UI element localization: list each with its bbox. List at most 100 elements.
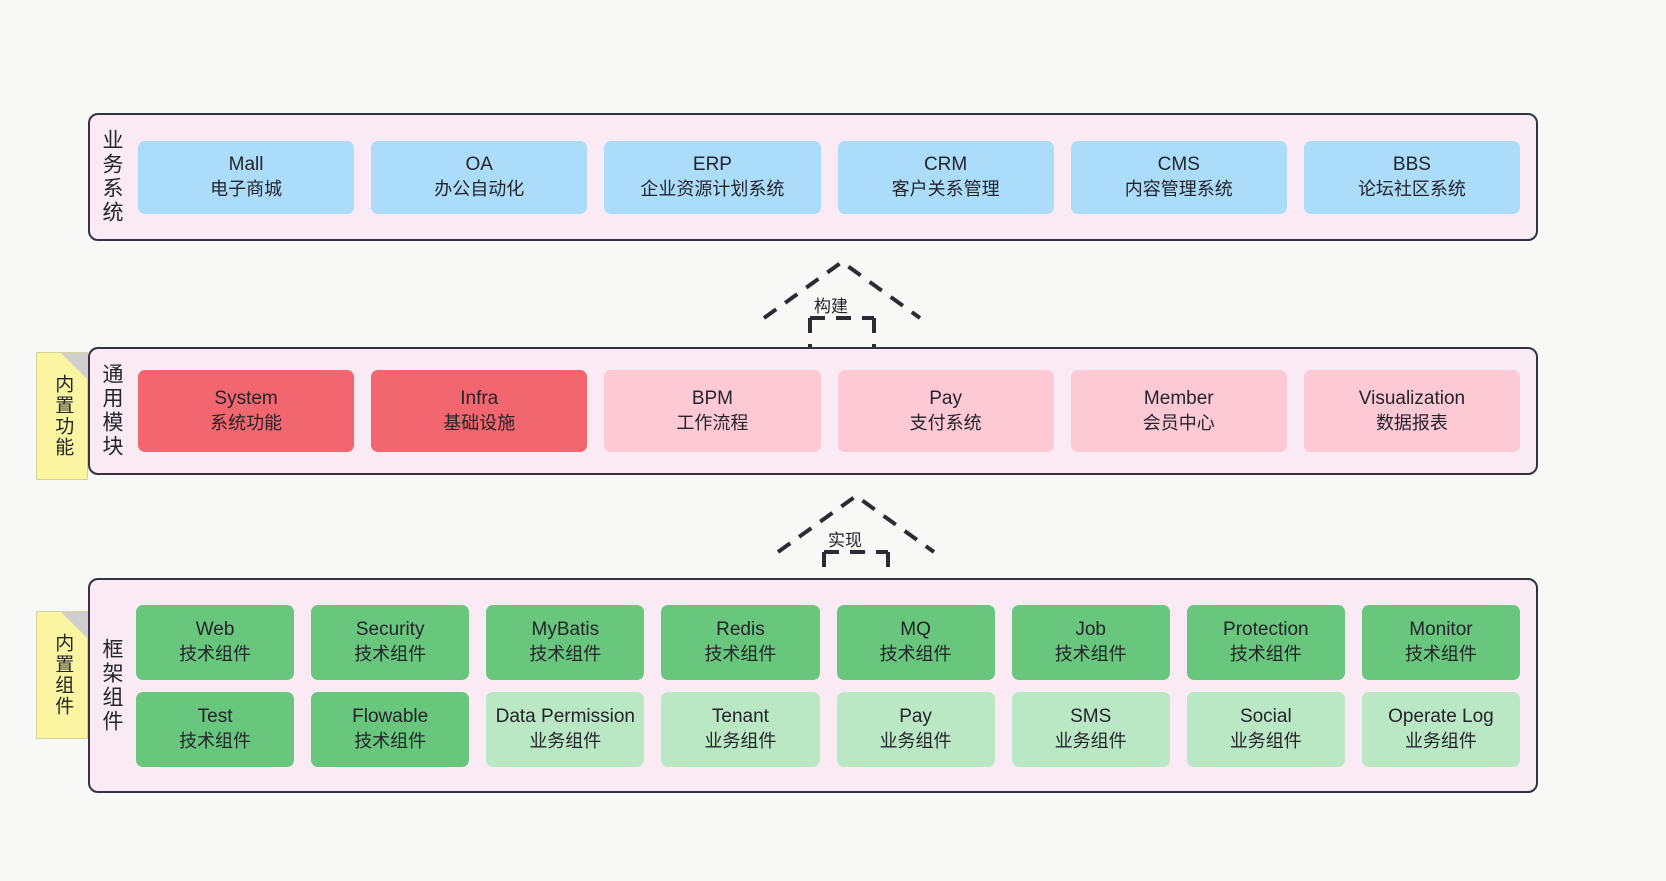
box-oa-cn: 办公自动化 (434, 178, 525, 199)
box-visualization-cn: 数据报表 (1375, 412, 1448, 433)
connector-build: 构建 (752, 258, 932, 353)
box-security-cn: 技术组件 (354, 643, 427, 664)
box-redis[interactable]: Redis 技术组件 (661, 604, 820, 680)
box-bbs-en: BBS (1392, 154, 1431, 176)
box-test[interactable]: Test 技术组件 (136, 691, 295, 767)
box-bpm-cn: 工作流程 (676, 412, 749, 433)
box-cms[interactable]: CMS 内容管理系统 (1070, 140, 1287, 214)
layer-business-systems: 业务系统 Mall 电子商城 OA 办公自动化 ERP 企业资源计划系统 CRM… (88, 113, 1538, 241)
box-web[interactable]: Web 技术组件 (136, 604, 295, 680)
box-pay-module-cn: 支付系统 (909, 412, 982, 433)
box-bbs[interactable]: BBS 论坛社区系统 (1303, 140, 1521, 214)
box-test-cn: 技术组件 (179, 730, 252, 751)
box-redis-cn: 技术组件 (704, 643, 777, 664)
box-security-en: Security (355, 619, 425, 641)
box-erp[interactable]: ERP 企业资源计划系统 (604, 140, 821, 214)
box-job-cn: 技术组件 (1054, 643, 1127, 664)
box-member[interactable]: Member 会员中心 (1070, 370, 1287, 452)
layer-common-modules: 通用模块 System 系统功能 Infra 基础设施 BPM 工作流程 Pay… (88, 347, 1538, 475)
connector-implement: 实现 (766, 492, 946, 587)
framework-components-row-2: Test 技术组件 Flowable 技术组件 Data Permission … (136, 691, 1520, 767)
box-oa[interactable]: OA 办公自动化 (371, 140, 588, 214)
box-erp-cn: 企业资源计划系统 (640, 178, 785, 199)
box-mq[interactable]: MQ 技术组件 (836, 604, 995, 680)
box-sms[interactable]: SMS 业务组件 (1011, 691, 1170, 767)
box-pay-module-en: Pay (929, 388, 962, 410)
layer-title-business-systems: 业务系统 (100, 129, 124, 225)
box-visualization-en: Visualization (1358, 388, 1466, 410)
box-system[interactable]: System 系统功能 (138, 370, 355, 452)
box-crm-en: CRM (923, 154, 968, 176)
layer-framework-components: 框架组件 Web 技术组件 Security 技术组件 MyBatis 技术组件… (88, 578, 1538, 793)
box-sms-cn: 业务组件 (1054, 730, 1127, 751)
box-bpm-en: BPM (691, 388, 734, 410)
box-flowable[interactable]: Flowable 技术组件 (311, 691, 470, 767)
box-mybatis-cn: 技术组件 (529, 643, 602, 664)
box-job-en: Job (1075, 619, 1106, 641)
box-protection-en: Protection (1223, 619, 1309, 641)
framework-components-row-1: Web 技术组件 Security 技术组件 MyBatis 技术组件 Redi… (136, 604, 1520, 680)
box-pay-component[interactable]: Pay 业务组件 (836, 691, 995, 767)
box-protection[interactable]: Protection 技术组件 (1186, 604, 1345, 680)
box-sms-en: SMS (1070, 706, 1112, 728)
layer-body-business-systems: Mall 电子商城 OA 办公自动化 ERP 企业资源计划系统 CRM 客户关系… (132, 115, 1536, 239)
box-social[interactable]: Social 业务组件 (1186, 691, 1345, 767)
box-social-cn: 业务组件 (1229, 730, 1302, 751)
box-bpm[interactable]: BPM 工作流程 (604, 370, 821, 452)
box-infra[interactable]: Infra 基础设施 (371, 370, 588, 452)
box-cms-cn: 内容管理系统 (1124, 178, 1233, 199)
box-mybatis[interactable]: MyBatis 技术组件 (486, 604, 645, 680)
layer-title-common-modules: 通用模块 (100, 363, 124, 459)
box-infra-en: Infra (460, 388, 499, 410)
box-monitor-cn: 技术组件 (1404, 643, 1477, 664)
sticky-note-builtin-components: 内置组件 (36, 611, 88, 739)
box-flowable-en: Flowable (352, 706, 429, 728)
layer-title-framework-components: 框架组件 (100, 637, 124, 734)
box-crm[interactable]: CRM 客户关系管理 (837, 140, 1054, 214)
box-test-en: Test (197, 706, 233, 728)
box-infra-cn: 基础设施 (443, 412, 516, 433)
box-erp-en: ERP (692, 154, 732, 176)
box-data-permission-cn: 业务组件 (529, 730, 602, 751)
connector-build-label: 构建 (814, 297, 848, 316)
box-protection-cn: 技术组件 (1229, 643, 1302, 664)
arrow-head-implement (776, 493, 936, 554)
sticky-note-builtin-features-label: 内置功能 (52, 374, 74, 458)
sticky-note-builtin-components-label: 内置组件 (52, 633, 74, 717)
box-system-en: System (214, 388, 278, 410)
box-tenant-cn: 业务组件 (704, 730, 777, 751)
box-operate-log-cn: 业务组件 (1404, 730, 1477, 751)
box-data-permission-en: Data Permission (495, 706, 635, 728)
box-redis-en: Redis (716, 619, 765, 641)
box-social-en: Social (1239, 706, 1292, 728)
business-systems-row: Mall 电子商城 OA 办公自动化 ERP 企业资源计划系统 CRM 客户关系… (138, 140, 1521, 214)
box-security[interactable]: Security 技术组件 (311, 604, 470, 680)
box-data-permission[interactable]: Data Permission 业务组件 (486, 691, 645, 767)
box-visualization[interactable]: Visualization 数据报表 (1303, 370, 1521, 452)
box-web-cn: 技术组件 (179, 643, 252, 664)
box-job[interactable]: Job 技术组件 (1011, 604, 1170, 680)
box-mall[interactable]: Mall 电子商城 (138, 140, 355, 214)
box-mall-en: Mall (228, 154, 264, 176)
box-pay-component-cn: 业务组件 (879, 730, 952, 751)
box-pay-module[interactable]: Pay 支付系统 (837, 370, 1054, 452)
box-crm-cn: 客户关系管理 (891, 178, 1000, 199)
layer-body-framework-components: Web 技术组件 Security 技术组件 MyBatis 技术组件 Redi… (132, 580, 1536, 791)
box-tenant-en: Tenant (711, 706, 769, 728)
box-mq-en: MQ (900, 619, 931, 641)
box-cms-en: CMS (1157, 154, 1200, 176)
box-monitor[interactable]: Monitor 技术组件 (1361, 604, 1520, 680)
box-operate-log-en: Operate Log (1388, 706, 1494, 728)
box-mq-cn: 技术组件 (879, 643, 952, 664)
box-web-en: Web (195, 619, 235, 641)
box-flowable-cn: 技术组件 (354, 730, 427, 751)
box-member-cn: 会员中心 (1142, 412, 1215, 433)
connector-implement-label: 实现 (828, 531, 862, 550)
box-operate-log[interactable]: Operate Log 业务组件 (1361, 691, 1520, 767)
box-bbs-cn: 论坛社区系统 (1357, 178, 1466, 199)
box-mall-cn: 电子商城 (210, 178, 283, 199)
box-tenant[interactable]: Tenant 业务组件 (661, 691, 820, 767)
sticky-note-builtin-features: 内置功能 (36, 352, 88, 480)
arrow-head-build (762, 259, 922, 320)
